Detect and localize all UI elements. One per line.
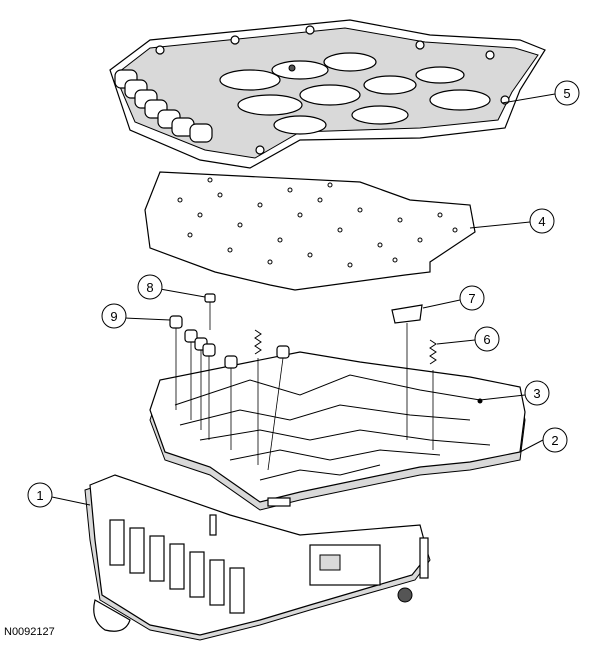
main-valve-body — [149, 351, 526, 511]
callout-2: 2 — [542, 427, 568, 453]
callout-3-label: 3 — [533, 386, 540, 401]
springs — [254, 329, 437, 365]
figure-id: N0092127 — [4, 626, 55, 638]
alignment-lines — [175, 302, 434, 471]
filter-7 — [391, 304, 423, 324]
callout-2-label: 2 — [551, 433, 558, 448]
separator-plate — [144, 171, 476, 291]
callout-4: 4 — [529, 208, 555, 234]
callout-5: 5 — [554, 80, 580, 106]
callout-1-label: 1 — [36, 488, 43, 503]
callout-9-label: 9 — [110, 309, 117, 324]
callout-3: 3 — [524, 380, 550, 406]
upper-valve-body — [109, 19, 546, 169]
seal-8 — [204, 293, 216, 303]
callout-9: 9 — [101, 303, 127, 329]
callout-7-label: 7 — [468, 291, 475, 306]
leader-lines — [51, 93, 556, 506]
callout-8: 8 — [137, 274, 163, 300]
main-control-body — [84, 474, 431, 641]
callout-6: 6 — [474, 326, 500, 352]
callout-7: 7 — [459, 285, 485, 311]
callout-4-label: 4 — [538, 214, 545, 229]
callout-1: 1 — [27, 482, 53, 508]
callout-5-label: 5 — [563, 86, 570, 101]
callout-8-label: 8 — [146, 280, 153, 295]
check-valves-9 — [169, 315, 290, 369]
callout-6-label: 6 — [483, 332, 490, 347]
